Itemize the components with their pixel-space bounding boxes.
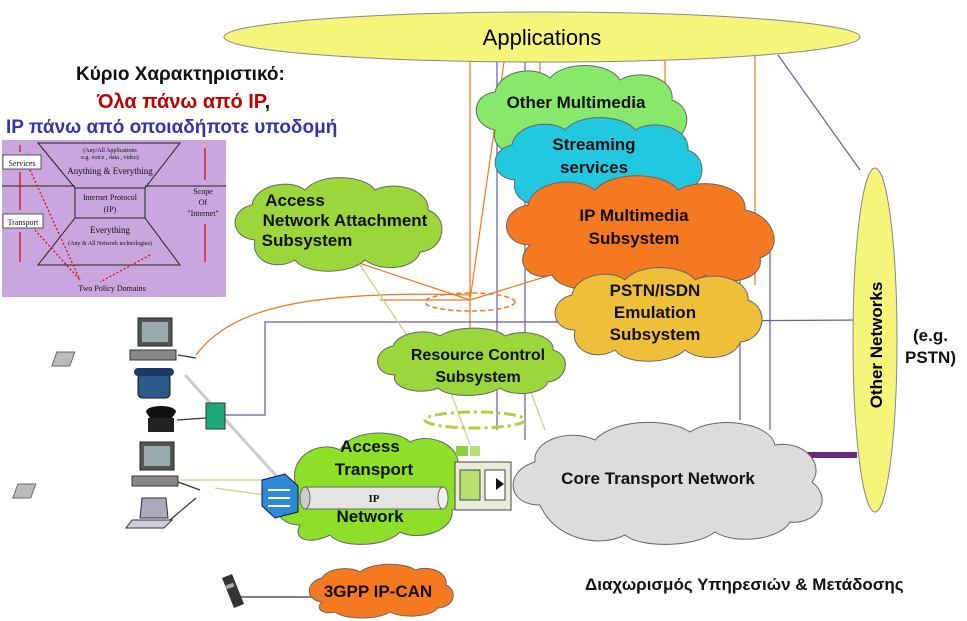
edge-switch-icon	[454, 446, 512, 511]
heading-line-1: Κύριο Χαρακτηριστικό:	[76, 64, 285, 85]
hourglass-scope-3: "Internet"	[187, 209, 218, 218]
network-adapter-icon-2	[12, 483, 37, 499]
hourglass-bottom: (Any & All Network technologies)	[68, 240, 152, 247]
heading-line-2-comma: ,	[264, 91, 271, 113]
tv-icon	[137, 317, 173, 347]
hourglass-transport: Transport	[8, 218, 40, 227]
telephone-icon	[146, 406, 176, 432]
core-transport-cloud: Core Transport Network	[512, 421, 823, 545]
racs-label-1: Resource Control	[411, 347, 545, 364]
applications-node: Applications	[223, 11, 861, 63]
hourglass-everything: Everything	[90, 225, 130, 235]
nass-label-2: Network Attachment	[263, 211, 428, 230]
ip-pipe: IP	[299, 486, 449, 510]
hourglass-model: (Any/All Applications e.g. voice , data …	[2, 140, 226, 297]
ims-label-2: Subsystem	[589, 229, 680, 248]
transport-dashed-ellipse	[423, 410, 527, 430]
streaming-label-1: Streaming	[552, 135, 635, 154]
control-dashed-ellipse	[424, 292, 516, 312]
set-top-box-icon-2	[131, 475, 179, 487]
pstn-emulation-cloud: PSTN/ISDN Emulation Subsystem	[554, 267, 763, 362]
other-multimedia-label: Other Multimedia	[507, 93, 646, 112]
hourglass-scope-2: Of	[199, 198, 208, 207]
desk-phone-icon	[134, 368, 174, 399]
racs-label-2: Subsystem	[435, 369, 520, 386]
ipcan-cloud: 3GPP IP-CAN	[308, 563, 454, 619]
other-networks-example: (e.g. PSTN)	[905, 325, 956, 369]
heading-line-2: Όλα πάνω από IP,	[97, 91, 270, 114]
tv-icon-2	[139, 441, 175, 471]
hourglass-ip-1: Internet Protocol	[83, 193, 138, 202]
hourglass-ip-2: (IP)	[104, 205, 117, 214]
hourglass-top-2: e.g. voice , data , video)	[81, 154, 138, 161]
other-networks-label: Other Networks	[867, 282, 886, 409]
access-label-3: Network	[336, 507, 404, 526]
nass-label-1: Access	[265, 191, 325, 210]
caption: Διαχωρισμός Υπηρεσιών & Μετάδοσης	[585, 575, 904, 594]
pstn-label-2: Emulation	[614, 303, 696, 322]
streaming-label-2: services	[560, 158, 628, 177]
hourglass-services: Services	[8, 159, 35, 168]
heading-line-3: IP πάνω από οποιαδήποτε υποδομή	[6, 117, 338, 138]
eg-line-1: (e.g.	[913, 326, 948, 345]
ipcan-label: 3GPP IP-CAN	[324, 582, 432, 601]
pstn-label-3: Subsystem	[610, 325, 701, 344]
ip-pipe-label: IP	[369, 493, 380, 505]
network-adapter-icon	[51, 351, 76, 367]
hourglass-top-1: (Any/All Applications	[83, 147, 137, 154]
laptop-icon	[125, 497, 174, 529]
ims-cloud: IP Multimedia Subsystem	[506, 175, 775, 291]
access-label-2: Transport	[335, 460, 414, 479]
router-icon	[261, 473, 299, 519]
eg-line-2: PSTN)	[905, 348, 956, 367]
set-top-box-icon	[129, 349, 177, 361]
nass-label-3: Subsystem	[262, 231, 353, 250]
racs-cloud: Resource Control Subsystem	[377, 327, 566, 396]
gateway-box-icon	[205, 402, 226, 430]
other-networks-node: Other Networks	[852, 167, 898, 513]
ims-label-1: IP Multimedia	[579, 206, 689, 225]
mobile-phone-icon	[222, 574, 244, 608]
core-transport-label: Core Transport Network	[561, 469, 755, 488]
hourglass-scope-1: Scope	[193, 187, 213, 196]
applications-label: Applications	[483, 25, 602, 50]
nass-cloud: Access Network Attachment Subsystem	[234, 177, 443, 272]
pstn-label-1: PSTN/ISDN	[610, 281, 701, 300]
hourglass-anything: Anything & Everything	[67, 166, 153, 176]
access-label-1: Access	[340, 437, 400, 456]
heading-line-2-text: Όλα πάνω από IP	[97, 91, 265, 113]
hourglass-policy: Two Policy Domains	[78, 284, 145, 293]
